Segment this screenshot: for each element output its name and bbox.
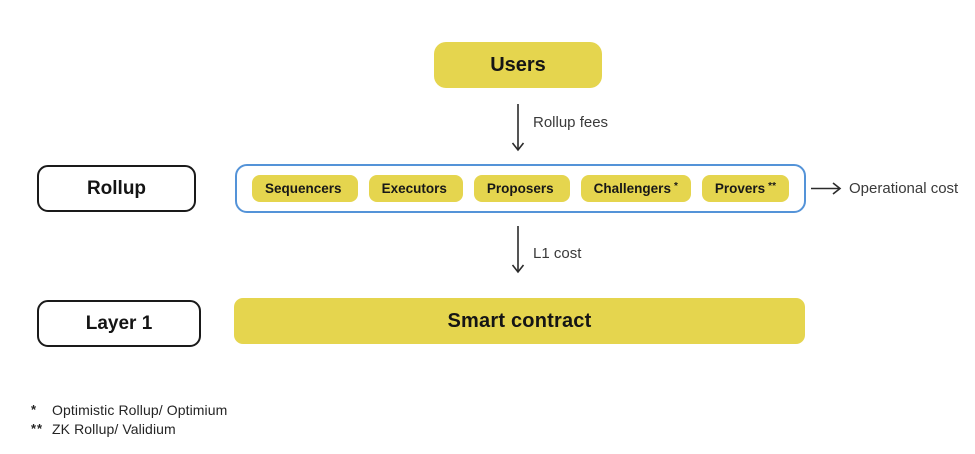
actor-label: Sequencers [265,181,342,196]
rollup-row-label: Rollup [86,177,147,199]
rollup-row-box: Rollup [37,165,196,212]
smart-contract-label: Smart contract [447,309,592,332]
operational-cost-arrow-icon [811,182,842,195]
l1-cost-label: L1 cost [533,245,582,262]
footnote-text: ZK Rollup/ Validium [52,421,176,437]
operational-cost-label: Operational cost [849,180,959,197]
footnote-marker: * [31,402,38,417]
actor-label: Challengers [593,181,671,196]
layer1-row-label: Layer 1 [85,312,153,334]
actor-pill-sequencers: Sequencers [252,175,358,202]
actor-label: Executors [381,181,447,196]
actor-note: ** [768,181,776,192]
users-box: Users [434,42,602,88]
actor-pill-provers: Provers** [701,175,789,202]
rollup-fees-label: Rollup fees [533,114,609,131]
footnote-optimistic: * Optimistic Rollup/ Optimium [31,401,227,420]
rollup-fees-arrow-icon [511,104,525,152]
l1-cost-arrow-icon [511,226,525,274]
smart-contract-box: Smart contract [234,298,805,344]
footnotes: * Optimistic Rollup/ Optimium ** ZK Roll… [31,401,227,439]
actor-label: Proposers [486,181,554,196]
layer1-row-box: Layer 1 [37,300,201,347]
actor-pill-challengers: Challengers* [580,175,691,202]
actor-pill-executors: Executors [368,175,463,202]
actor-label: Provers [714,181,766,196]
users-box-label: Users [490,53,546,76]
footnote-marker: ** [31,421,44,436]
actor-note: * [673,181,678,192]
footnote-text: Optimistic Rollup/ Optimium [52,402,228,418]
actor-pill-proposers: Proposers [473,175,570,202]
rollup-actors-container: Sequencers Executors Proposers Challenge… [235,164,806,213]
footnote-zk: ** ZK Rollup/ Validium [31,420,227,439]
